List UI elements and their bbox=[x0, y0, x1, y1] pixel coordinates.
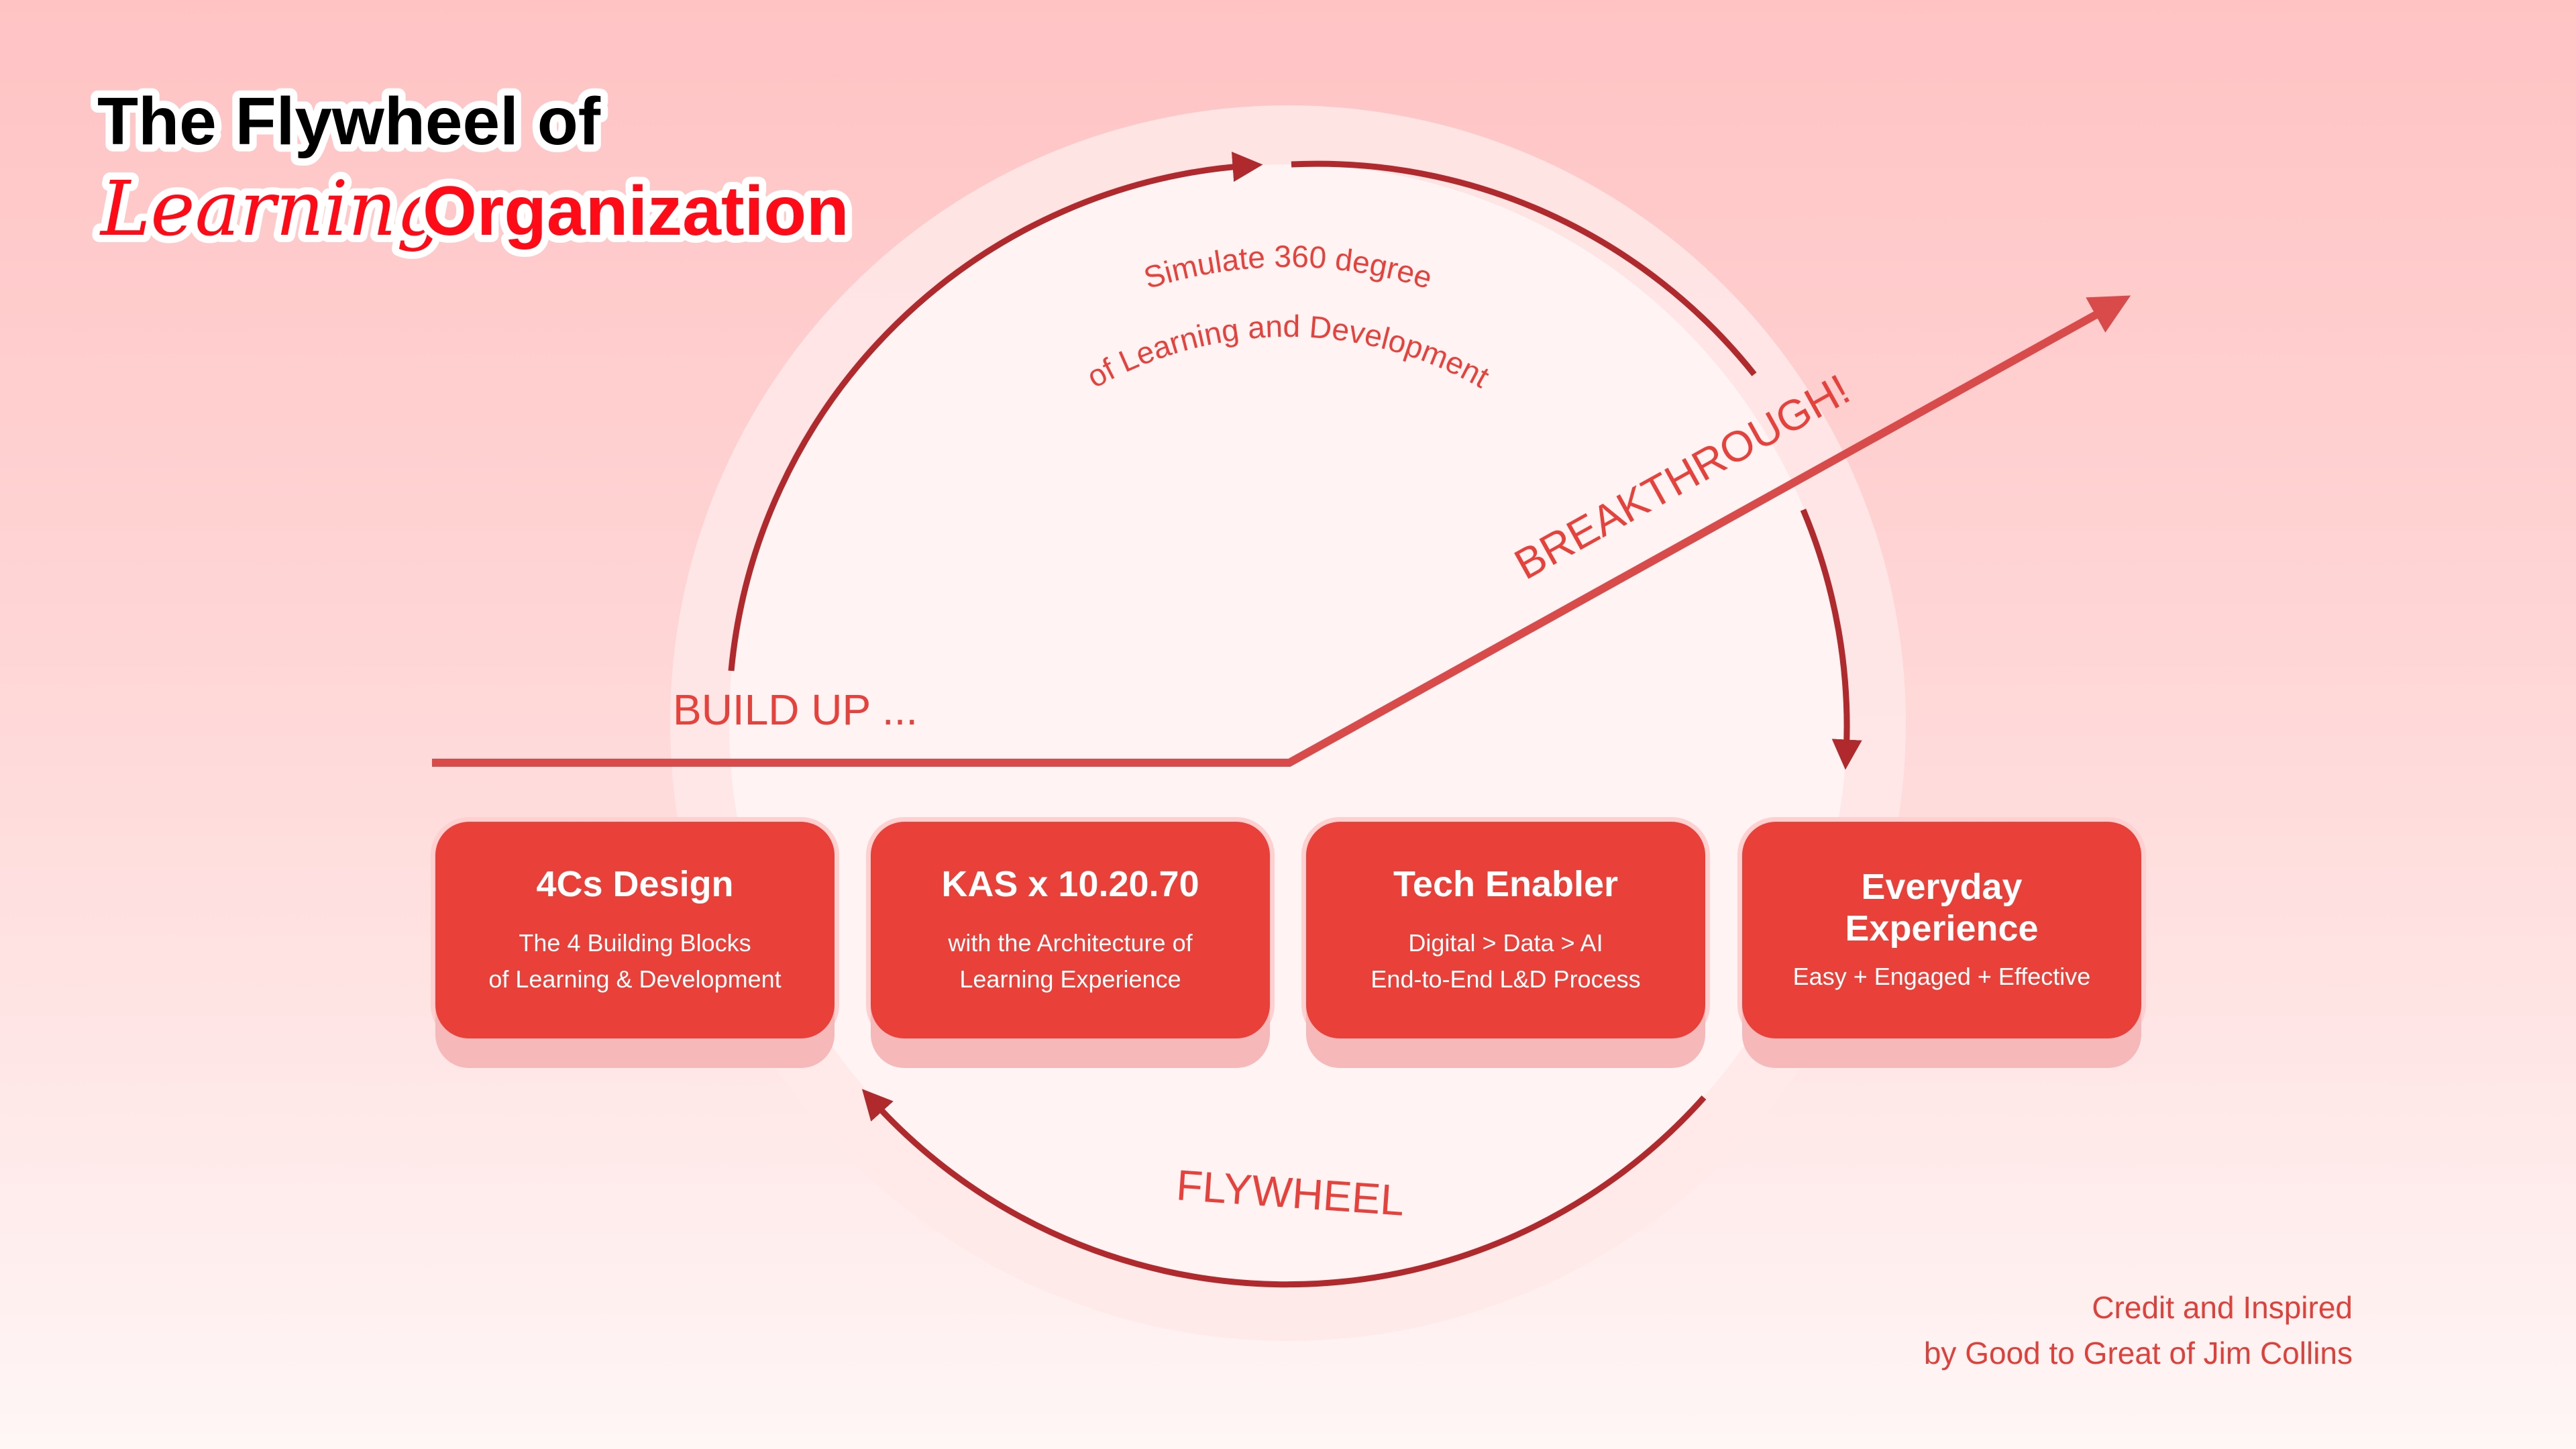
card-line: Learning Experience bbox=[959, 965, 1181, 993]
card-kas: KAS x 10.20.70 with the Architecture of L… bbox=[871, 822, 1270, 1038]
title-line1: The Flywheel of bbox=[97, 84, 601, 159]
card-4cs-design: 4Cs Design The 4 Building Blocks of Learn… bbox=[435, 822, 835, 1038]
card-title: Tech Enabler bbox=[1393, 863, 1619, 904]
title-word2: Organization bbox=[423, 172, 849, 250]
card-everyday-experience: Everyday Experience Easy + Engaged + Eff… bbox=[1742, 822, 2141, 1038]
card-title: KAS x 10.20.70 bbox=[941, 863, 1199, 904]
card-line: End-to-End L&D Process bbox=[1371, 965, 1641, 993]
card-line: with the Architecture of bbox=[948, 928, 1193, 957]
card-description: Digital > Data > AI End-to-End L&D Proces… bbox=[1371, 925, 1640, 998]
card-description: The 4 Building Blocks of Learning & Devel… bbox=[488, 925, 781, 998]
credit-line1: Credit and Inspired bbox=[2092, 1290, 2353, 1325]
flywheel-arc-right bbox=[1800, 508, 1862, 770]
build-up-breakthrough-line bbox=[432, 295, 2131, 767]
build-up-label: BUILD UP ... bbox=[673, 686, 918, 734]
card-description: with the Architecture of Learning Experie… bbox=[948, 925, 1192, 998]
card-tech-enabler: Tech Enabler Digital > Data > AI End-to-E… bbox=[1306, 822, 1705, 1038]
flywheel-arc-top-right bbox=[1291, 160, 1757, 376]
card-title: Everyday Experience bbox=[1845, 866, 2039, 949]
credit-note: Credit and Inspired by Good to Great of … bbox=[1924, 1285, 2353, 1376]
card-line: Easy + Engaged + Effective bbox=[1792, 962, 2091, 990]
credit-line2: by Good to Great of Jim Collins bbox=[1923, 1336, 2353, 1371]
flywheel-arc-top-left bbox=[728, 152, 1263, 672]
flywheel-arc-bottom bbox=[861, 1089, 1707, 1288]
title-script-word: Learning bbox=[99, 166, 445, 253]
page-title: The Flywheel of Learning Organization bbox=[90, 76, 857, 260]
card-title: 4Cs Design bbox=[536, 863, 734, 904]
card-line: The 4 Building Blocks bbox=[519, 928, 751, 957]
card-description: Easy + Engaged + Effective bbox=[1793, 959, 2091, 995]
card-line: of Learning & Development bbox=[488, 965, 782, 993]
card-line: Digital > Data > AI bbox=[1408, 928, 1603, 957]
